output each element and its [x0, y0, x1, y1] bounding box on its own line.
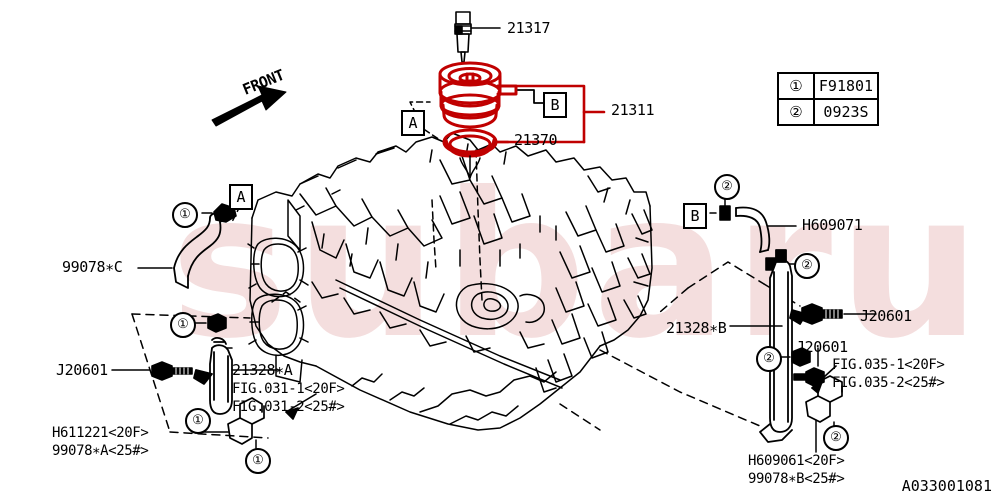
nut-circle1-mid	[207, 313, 227, 333]
callout-j20601-mid: J20601	[796, 338, 848, 356]
callout-h609071: H609071	[802, 216, 863, 234]
callout-99078a: 99078∗A<25#>	[52, 443, 149, 459]
marker-a-left: A	[229, 184, 253, 210]
sensor-21317-part	[454, 11, 472, 63]
marker-b-filter-leader	[517, 89, 547, 104]
clamp-h609071-upper	[719, 205, 731, 221]
callout-h609061: H609061<20F>	[748, 453, 845, 469]
bracket-21328a-part	[193, 337, 233, 415]
legend-code: 0923S	[823, 103, 869, 121]
red-callout-lines	[494, 84, 606, 144]
bolt-j20601-right-part	[801, 303, 843, 325]
circle-marker-one: ①	[185, 408, 211, 434]
callout-21328a-fig1: FIG.031-1<20F>	[232, 381, 345, 397]
bolt-j20601-left-part	[151, 361, 193, 381]
callout-h611221: H611221<20F>	[52, 425, 149, 441]
callout-99078b: 99078∗B<25#>	[748, 471, 845, 487]
circle-marker-one: ①	[245, 448, 271, 474]
legend-code: F91801	[818, 77, 874, 95]
stud-under-gasket	[459, 155, 481, 179]
nut-circle2-right	[791, 347, 811, 367]
callout-j20601-right: J20601	[860, 307, 912, 325]
circle-marker-two: ②	[823, 425, 849, 451]
callout-21311: 21311	[611, 101, 655, 119]
engine-block-outline	[247, 132, 653, 431]
marker-b-hose: B	[683, 203, 707, 229]
circle-marker-two: ②	[756, 346, 782, 372]
front-arrow-icon	[211, 85, 287, 127]
callout-21317: 21317	[507, 19, 551, 37]
legend-mark: ①	[779, 74, 815, 98]
pipe-h611221-part	[227, 397, 265, 445]
callout-fig035-2: FIG.035-2<25#>	[832, 375, 945, 391]
circle-marker-two: ②	[714, 174, 740, 200]
callout-99078c: 99078∗C	[62, 258, 123, 276]
circle-marker-two: ②	[794, 253, 820, 279]
callout-21328a-fig2: FIG.031-2<25#>	[232, 399, 345, 415]
marker-b-filter: B	[543, 92, 567, 118]
callout-21328a: 21328∗A	[232, 361, 293, 379]
callout-21370: 21370	[514, 131, 558, 149]
callout-fig035-1: FIG.035-1<20F>	[832, 357, 945, 373]
callout-j20601-left: J20601	[56, 361, 108, 379]
hose-h609071-part	[735, 206, 771, 253]
legend-row: ② 0923S	[779, 100, 877, 124]
marker-a-center: A	[401, 110, 425, 136]
legend-mark: ②	[779, 100, 815, 124]
legend-row: ① F91801	[779, 74, 877, 100]
gasket-21370-part	[442, 128, 498, 158]
drawing-number: A033001081	[901, 477, 992, 495]
legend-box: ① F91801 ② 0923S	[777, 72, 879, 126]
oil-filter-21311-part	[438, 61, 518, 129]
callout-21328b: 21328∗B	[666, 319, 727, 337]
circle-marker-one: ①	[170, 312, 196, 338]
circle-marker-one: ①	[172, 202, 198, 228]
